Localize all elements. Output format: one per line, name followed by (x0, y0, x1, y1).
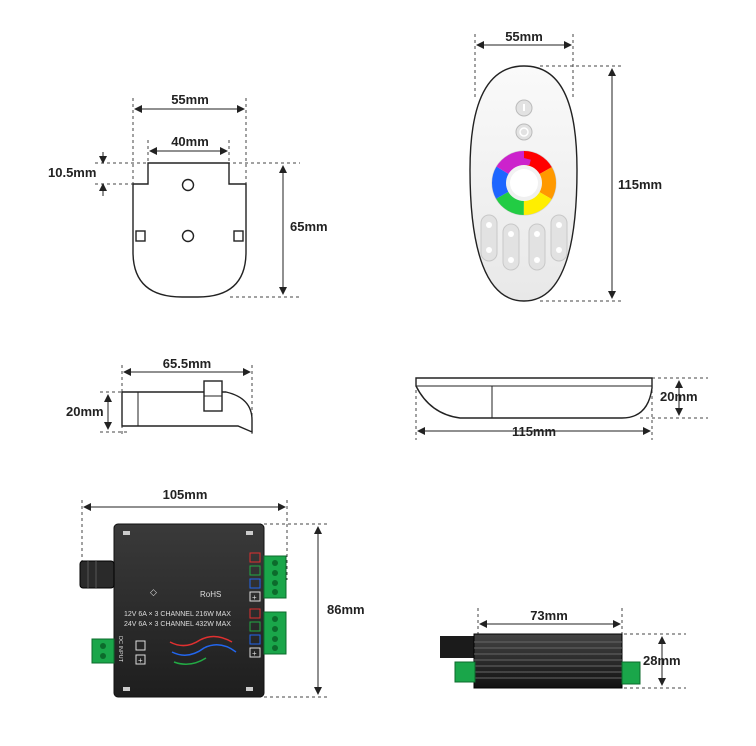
holder-inner-width-label: 40mm (171, 134, 209, 149)
holder-side-width-label: 65.5mm (163, 356, 211, 371)
remote-button-mid-left (502, 223, 520, 271)
output-terminal-block-1 (263, 555, 287, 599)
remote-height-label: 115mm (618, 177, 662, 192)
remote-side-height-label: 20mm (660, 389, 698, 404)
holder-front-view: 55mm 40mm 10.5mm 65mm (48, 92, 328, 298)
holder-screw-hole-bottom (181, 229, 195, 243)
input-label: DC INPUT (117, 636, 123, 663)
controller-antenna (79, 560, 115, 589)
holder-notch-label: 10.5mm (48, 165, 96, 180)
holder-clip-right (233, 230, 244, 242)
remote-width-label: 55mm (505, 29, 543, 44)
remote-button-left (480, 214, 498, 262)
controller-top-view: ◇ RoHS 12V 6A × 3 CHANNEL 216W MAX 24V 6… (79, 487, 365, 698)
holder-clip-left (135, 230, 146, 242)
controller-side-view: 73mm 28mm (440, 608, 686, 689)
color-wheel-icon (491, 150, 557, 216)
remote-side-width-label: 115mm (512, 424, 556, 439)
wiring-blue-line (171, 644, 237, 656)
holder-side-view: 65.5mm 20mm (66, 356, 253, 437)
remote-front-view: 55mm 115mm (469, 29, 662, 302)
holder-side-outline (121, 391, 253, 434)
wiring-red-line (169, 635, 233, 647)
svg-text:+: + (252, 593, 257, 602)
controller-side-height-label: 28mm (643, 653, 681, 668)
controller-side-output-terminal (621, 661, 641, 685)
remote-button-right (550, 214, 568, 262)
controller-side-body (473, 633, 623, 689)
holder-side-height-label: 20mm (66, 404, 104, 419)
controller-spec-line2: 24V 6A × 3 CHANNEL 432W MAX (124, 621, 231, 628)
svg-text:+: + (252, 649, 257, 658)
output-terminal-block-2 (263, 611, 287, 655)
wiring-green-line (173, 657, 207, 665)
controller-rohs-label: RoHS (200, 590, 221, 599)
controller-height-label: 86mm (327, 602, 365, 617)
input-terminal-block (91, 638, 115, 664)
controller-led-icon: ◇ (150, 587, 157, 597)
remote-side-outline (415, 377, 653, 419)
holder-screw-hole-top (181, 178, 195, 192)
remote-mode-button (515, 123, 533, 141)
svg-text:+: + (138, 656, 143, 665)
remote-button-mid-right (528, 223, 546, 271)
controller-side-width-label: 73mm (530, 608, 568, 623)
holder-width-label: 55mm (171, 92, 209, 107)
holder-height-label: 65mm (290, 219, 328, 234)
remote-side-view: 115mm 20mm (415, 377, 708, 440)
controller-body (113, 523, 265, 698)
controller-side-antenna (440, 636, 478, 658)
controller-width-label: 105mm (163, 487, 208, 502)
controller-spec-line1: 12V 6A × 3 CHANNEL 216W MAX (124, 611, 231, 618)
controller-side-input-terminal (454, 661, 476, 683)
